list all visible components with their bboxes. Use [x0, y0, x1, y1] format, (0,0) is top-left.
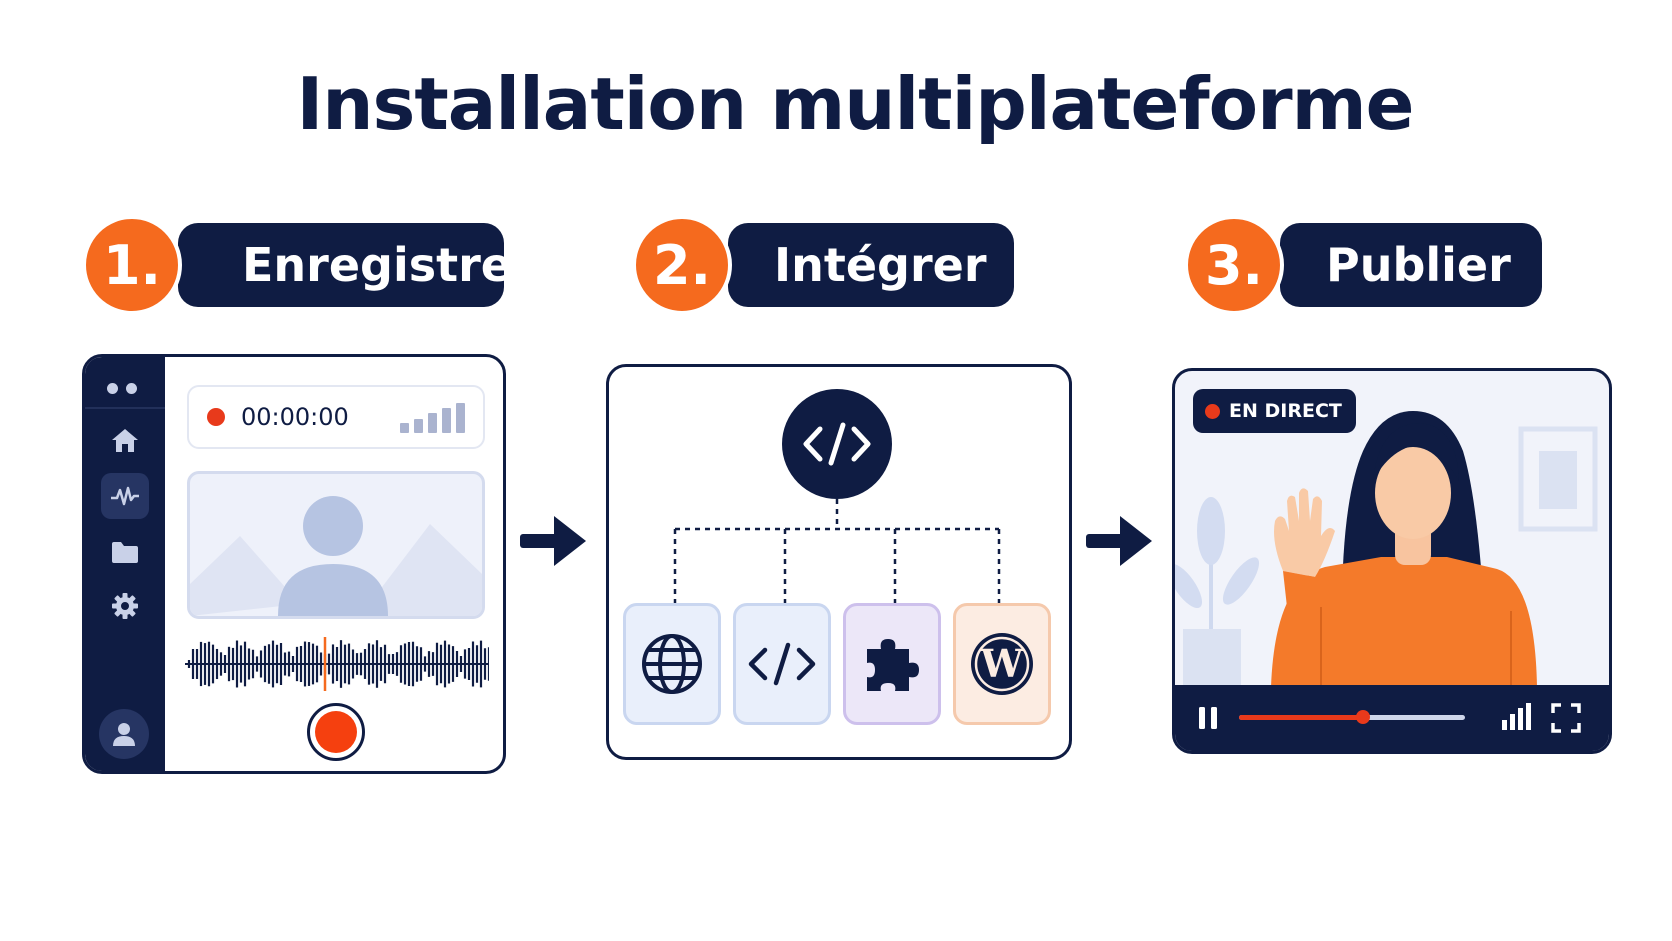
- arrow-right-icon: [1086, 516, 1152, 566]
- live-dot-icon: [1205, 403, 1220, 419]
- step-2-number: 2.: [632, 215, 732, 315]
- code-icon: [782, 389, 892, 499]
- waveform-icon[interactable]: [101, 473, 149, 519]
- live-badge-label: EN DIRECT: [1229, 400, 1342, 422]
- recording-timer: 00:00:00: [241, 403, 349, 431]
- fullscreen-icon[interactable]: [1551, 703, 1581, 733]
- home-icon[interactable]: [101, 417, 149, 463]
- puzzle-tile[interactable]: [843, 603, 941, 725]
- volume-bars-icon[interactable]: [1501, 703, 1531, 731]
- globe-icon: [642, 634, 702, 694]
- user-icon[interactable]: [99, 709, 149, 759]
- presenter-illustration: [1175, 411, 1598, 687]
- record-button[interactable]: [307, 703, 365, 761]
- camera-preview: [187, 471, 485, 619]
- step-3-number: 3.: [1184, 215, 1284, 315]
- integration-panel: W: [606, 364, 1072, 760]
- recorder-panel: 00:00:00: [82, 354, 506, 774]
- page-title: Installation multiplateforme: [296, 62, 1414, 146]
- arrow-right-icon: [520, 516, 586, 566]
- recording-dot-icon: [207, 408, 225, 426]
- progress-track[interactable]: [1239, 710, 1465, 724]
- window-dots: [107, 379, 145, 398]
- code-icon: [748, 642, 816, 686]
- audio-waveform: [185, 637, 489, 691]
- puzzle-icon: [867, 639, 919, 691]
- code-tile[interactable]: [733, 603, 831, 725]
- pause-icon[interactable]: [1197, 706, 1219, 730]
- live-player-panel: EN DIRECT: [1172, 368, 1612, 754]
- wordpress-icon: W: [971, 633, 1033, 695]
- step-3-header: 3. Publier: [1184, 215, 1544, 315]
- recording-status-bar: 00:00:00: [187, 385, 485, 449]
- gear-icon[interactable]: [101, 583, 149, 629]
- step-3-label: Publier: [1280, 223, 1542, 307]
- step-1-header: 1. Enregistrer: [82, 215, 535, 315]
- wordpress-tile[interactable]: W: [953, 603, 1051, 725]
- step-2-header: 2. Intégrer: [632, 215, 1032, 315]
- player-controls: [1175, 685, 1609, 751]
- step-1-number: 1.: [82, 215, 182, 315]
- progress-handle[interactable]: [1356, 710, 1371, 724]
- recorder-sidebar: [85, 357, 165, 771]
- step-2-label: Intégrer: [728, 223, 1014, 307]
- step-1-label: Enregistrer: [178, 223, 535, 307]
- progress-fill: [1239, 715, 1364, 720]
- folder-icon[interactable]: [101, 529, 149, 575]
- svg-text:W: W: [980, 641, 1025, 686]
- signal-bars-icon: [400, 403, 465, 433]
- live-badge: EN DIRECT: [1193, 389, 1356, 433]
- globe-tile[interactable]: [623, 603, 721, 725]
- connector-lines: [673, 499, 1001, 603]
